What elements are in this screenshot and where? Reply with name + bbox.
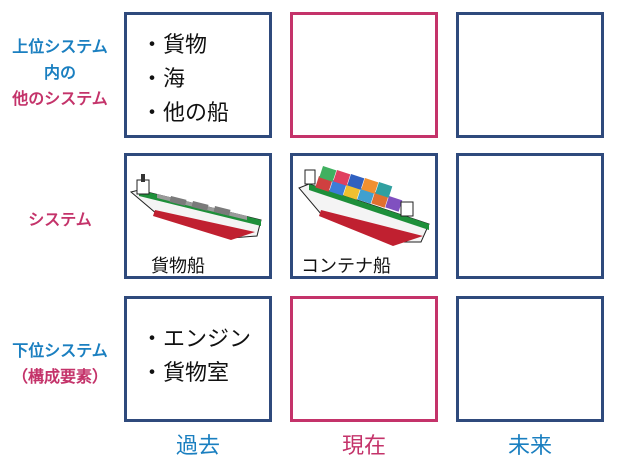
column-label-future: 未来 [507, 434, 552, 459]
container-ship-icon [298, 165, 430, 246]
row-label-super-system: 上位システム 内の 他のシステム [4, 34, 116, 112]
cargo-ship-icon [129, 174, 262, 240]
row-label-super-line1: 上位システム [12, 37, 108, 56]
row-label-system: システム [28, 210, 92, 229]
cell-system-future [456, 153, 604, 279]
column-label-present: 現在 [341, 434, 386, 459]
cell-super-present [290, 12, 438, 138]
list-item: 貨物室 [141, 357, 251, 391]
sub-past-items: エンジン 貨物室 [141, 323, 251, 391]
cell-super-future [456, 12, 604, 138]
row-label-sub-line1: 下位システム [12, 341, 108, 360]
row-label-super-line3: 他のシステム [12, 89, 108, 108]
container-ship-caption: コンテナ船 [301, 256, 391, 277]
cell-system-past: 貨物船 [124, 153, 272, 279]
list-item: 海 [141, 63, 229, 97]
row-label-super-line2: 内の [43, 63, 76, 82]
cell-sub-present [290, 296, 438, 422]
cell-sub-future [456, 296, 604, 422]
column-label-past: 過去 [175, 434, 220, 459]
cell-system-present: コンテナ船 [290, 153, 438, 279]
list-item: 他の船 [141, 97, 229, 131]
cell-super-past: 貨物 海 他の船 [124, 12, 272, 138]
row-label-sub-line2: （構成要素） [11, 367, 108, 386]
cell-sub-past: エンジン 貨物室 [124, 296, 272, 422]
super-past-items: 貨物 海 他の船 [141, 29, 229, 131]
cargo-ship-caption: 貨物船 [151, 256, 205, 277]
list-item: 貨物 [141, 29, 229, 63]
list-item: エンジン [141, 323, 251, 357]
row-label-sub-system: 下位システム （構成要素） [4, 338, 116, 390]
